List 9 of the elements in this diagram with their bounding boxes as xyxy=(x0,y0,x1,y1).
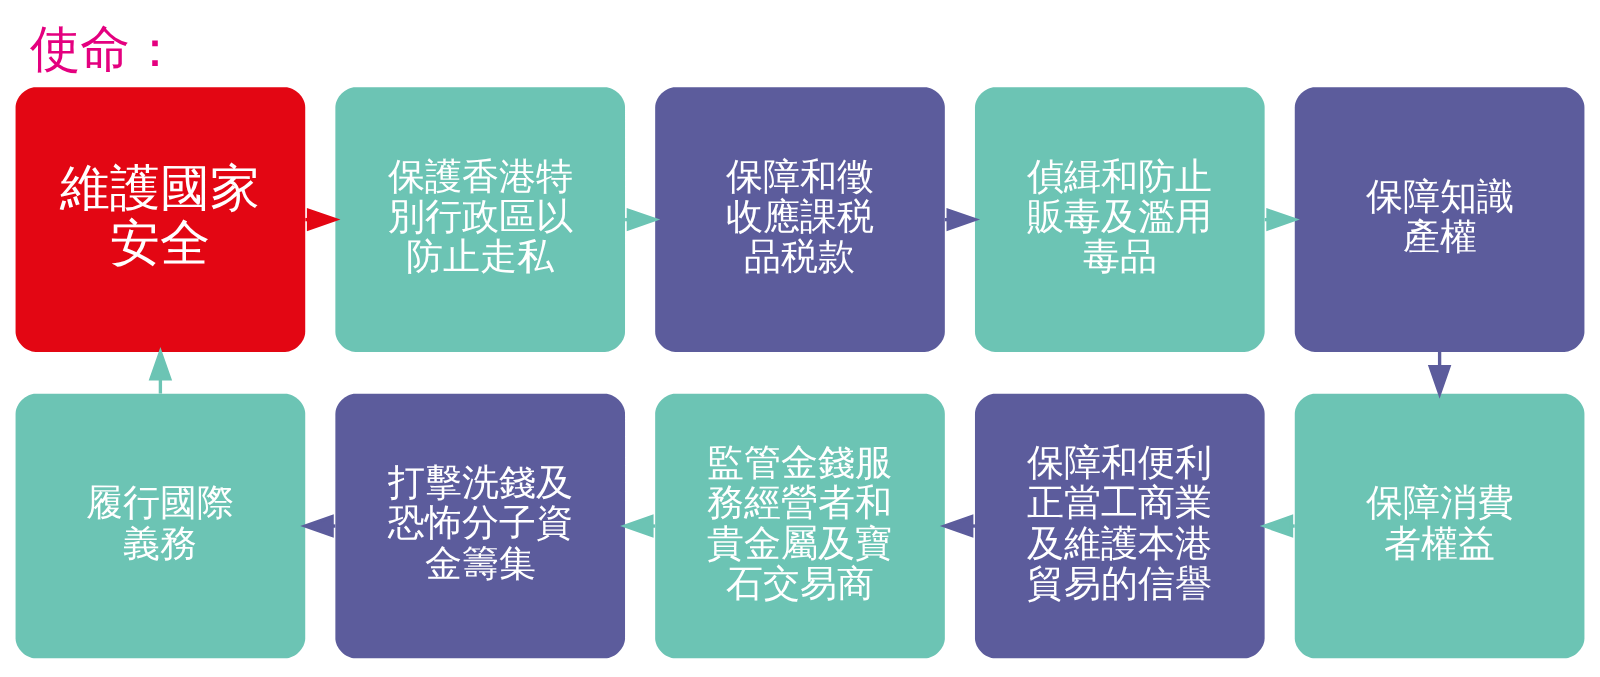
node-box: 偵緝和防止販毒及濫用毒品 xyxy=(974,87,1265,352)
node-box: 監管金錢服務經營者和貴金屬及寶石交易商 xyxy=(655,393,945,659)
node-box: 保障消費者權益 xyxy=(1294,393,1585,659)
node-box: 保障知識產權 xyxy=(1294,87,1585,352)
node-box: 保障和徵收應課税品税款 xyxy=(655,87,945,352)
node-box: 維護國家安全 xyxy=(15,87,306,352)
node-box: 打擊洗錢及恐怖分子資金籌集 xyxy=(335,393,626,659)
diagram-title: 使命： xyxy=(30,18,181,78)
node-box: 履行國際義務 xyxy=(15,393,306,659)
